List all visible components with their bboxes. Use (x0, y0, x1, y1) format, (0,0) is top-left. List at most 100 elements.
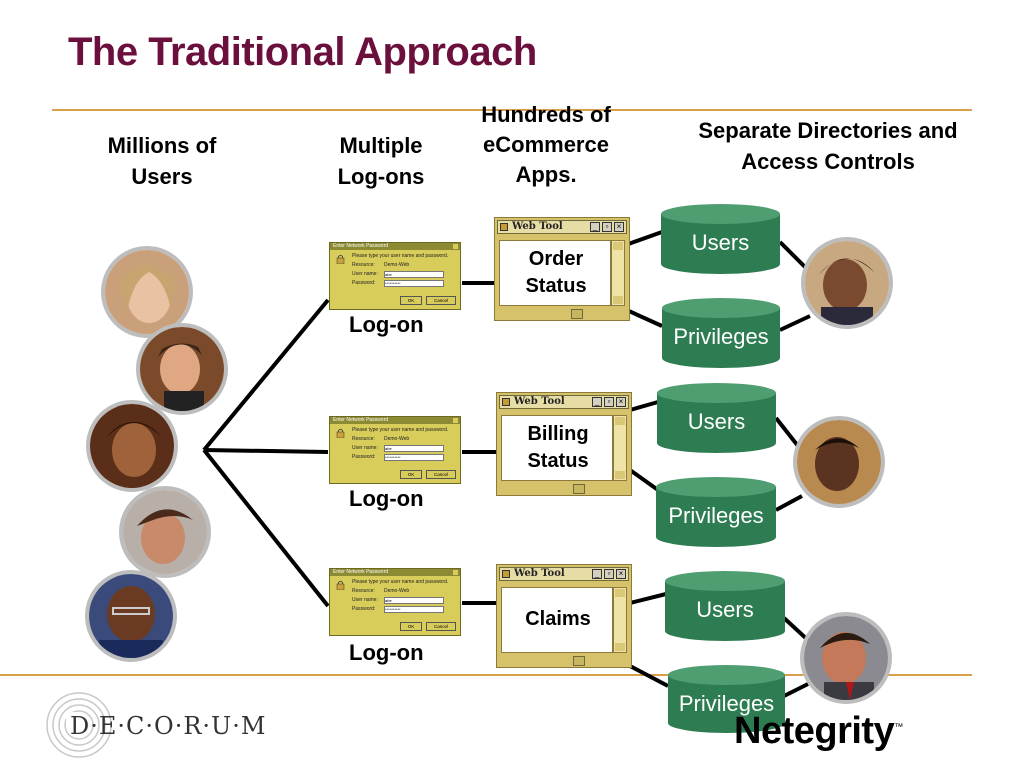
minimize-icon[interactable]: _ (592, 569, 602, 579)
webtool-title: Web Tool (514, 396, 565, 407)
status-icon (571, 309, 583, 319)
header-directories-line1: Separate Directories and (698, 118, 958, 143)
status-icon (573, 656, 585, 666)
username-field[interactable]: abe (384, 597, 444, 604)
close-icon[interactable] (453, 244, 458, 249)
ok-button[interactable]: OK (400, 296, 422, 305)
user-face-3 (86, 400, 178, 492)
lock-icon (336, 580, 345, 590)
lock-icon (336, 428, 345, 438)
db-privileges-1: Privileges (662, 298, 780, 368)
database-icon (662, 298, 780, 368)
username-field[interactable]: abe (384, 445, 444, 452)
cancel-button[interactable]: Cancel (426, 470, 456, 479)
header-users-line2: Users (131, 164, 193, 189)
decorum-logo-icon (46, 692, 112, 758)
dialog-prompt: Please type your user name and password. (352, 579, 449, 585)
db-person-line-1b (779, 314, 811, 332)
webtool-window-order[interactable]: Web Tool _ ▫ × Order Status (494, 217, 630, 321)
webtool-title: Web Tool (512, 221, 563, 232)
app-icon (502, 398, 510, 406)
lock-icon (336, 254, 345, 264)
app-icon (502, 570, 510, 578)
admin-face-1 (801, 237, 893, 329)
scrollbar[interactable] (613, 587, 627, 653)
dialog-title: Enter Network Password (333, 417, 389, 423)
password-field[interactable]: ********** (384, 280, 444, 287)
app-priv-line-3 (629, 664, 669, 688)
user-face-5 (85, 570, 177, 662)
database-icon (661, 204, 780, 274)
close-icon[interactable]: × (616, 397, 626, 407)
username-label: User name: (352, 597, 378, 603)
scrollbar[interactable] (611, 240, 625, 306)
resource-label: Resource: (352, 436, 375, 442)
webtool-window-billing[interactable]: Web Tool _ ▫ × Billing Status (496, 392, 632, 496)
username-label: User name: (352, 271, 378, 277)
logon-dialog-1[interactable]: Enter Network Password Please type your … (329, 242, 461, 310)
close-icon[interactable]: × (614, 222, 624, 232)
scrollbar[interactable] (613, 415, 627, 481)
resource-value: Demo-Web (384, 262, 410, 268)
webtool-window-claims[interactable]: Web Tool _ ▫ × Claims (496, 564, 632, 668)
webtool-titlebar: Web Tool _ ▫ × (499, 567, 629, 581)
header-apps: Hundreds of eCommerce Apps. (456, 100, 636, 190)
status-icon (573, 484, 585, 494)
header-apps-line2: eCommerce (483, 132, 609, 157)
decorum-logo-text: D·E·C·O·R·U·M (70, 712, 267, 740)
username-field[interactable]: abe (384, 271, 444, 278)
password-field[interactable]: ********** (384, 454, 444, 461)
password-field[interactable]: ********** (384, 606, 444, 613)
app-name-line2: Status (527, 450, 589, 472)
database-icon (657, 383, 776, 453)
admin-face-2 (793, 416, 885, 508)
close-icon[interactable]: × (616, 569, 626, 579)
webtool-content: Claims (501, 587, 613, 653)
logon-dialog-3[interactable]: Enter Network Password Please type your … (329, 568, 461, 636)
db-person-line-3b (783, 682, 809, 698)
minimize-icon[interactable]: _ (592, 397, 602, 407)
maximize-icon[interactable]: ▫ (604, 397, 614, 407)
header-logons: Multiple Log-ons (311, 130, 451, 192)
app-name-line1: Billing (527, 423, 589, 445)
dialog-title: Enter Network Password (333, 569, 389, 575)
resource-label: Resource: (352, 588, 375, 594)
fan-line-bottom (202, 448, 330, 608)
minimize-icon[interactable]: _ (590, 222, 600, 232)
db-person-line-1a (778, 240, 808, 270)
resource-value: Demo-Web (384, 436, 410, 442)
ok-button[interactable]: OK (400, 622, 422, 631)
close-icon[interactable] (453, 570, 458, 575)
webtool-titlebar: Web Tool _ ▫ × (497, 220, 627, 234)
app-name-line1: Order (528, 248, 584, 270)
password-label: Password: (352, 280, 376, 286)
cancel-button[interactable]: Cancel (426, 622, 456, 631)
netegrity-logo: Netegrity™ (734, 710, 903, 753)
top-divider (52, 109, 972, 111)
header-apps-line3: Apps. (515, 162, 577, 187)
header-directories: Separate Directories and Access Controls (660, 115, 996, 177)
page-title: The Traditional Approach (68, 30, 537, 74)
db-label: Privileges (668, 503, 764, 528)
ok-button[interactable]: OK (400, 470, 422, 479)
header-apps-line1: Hundreds of (481, 102, 611, 127)
cancel-button[interactable]: Cancel (426, 296, 456, 305)
fan-line-top (202, 298, 330, 452)
db-privileges-3: Privileges (668, 665, 785, 733)
db-users-1: Users (661, 204, 780, 274)
dialog-title: Enter Network Password (333, 243, 389, 249)
dialog-prompt: Please type your user name and password. (352, 253, 449, 259)
maximize-icon[interactable]: ▫ (602, 222, 612, 232)
dialog-titlebar: Enter Network Password (330, 417, 460, 424)
header-logons-line2: Log-ons (337, 164, 425, 189)
app-name-line2: Status (525, 275, 587, 297)
close-icon[interactable] (453, 418, 458, 423)
user-face-4 (119, 486, 211, 578)
resource-value: Demo-Web (384, 588, 410, 594)
dialog-prompt: Please type your user name and password. (352, 427, 449, 433)
logon-dialog-2[interactable]: Enter Network Password Please type your … (329, 416, 461, 484)
db-label: Privileges (673, 324, 769, 349)
logon-label-2: Log-on (349, 486, 424, 511)
maximize-icon[interactable]: ▫ (604, 569, 614, 579)
logon-label-3: Log-on (349, 640, 424, 665)
